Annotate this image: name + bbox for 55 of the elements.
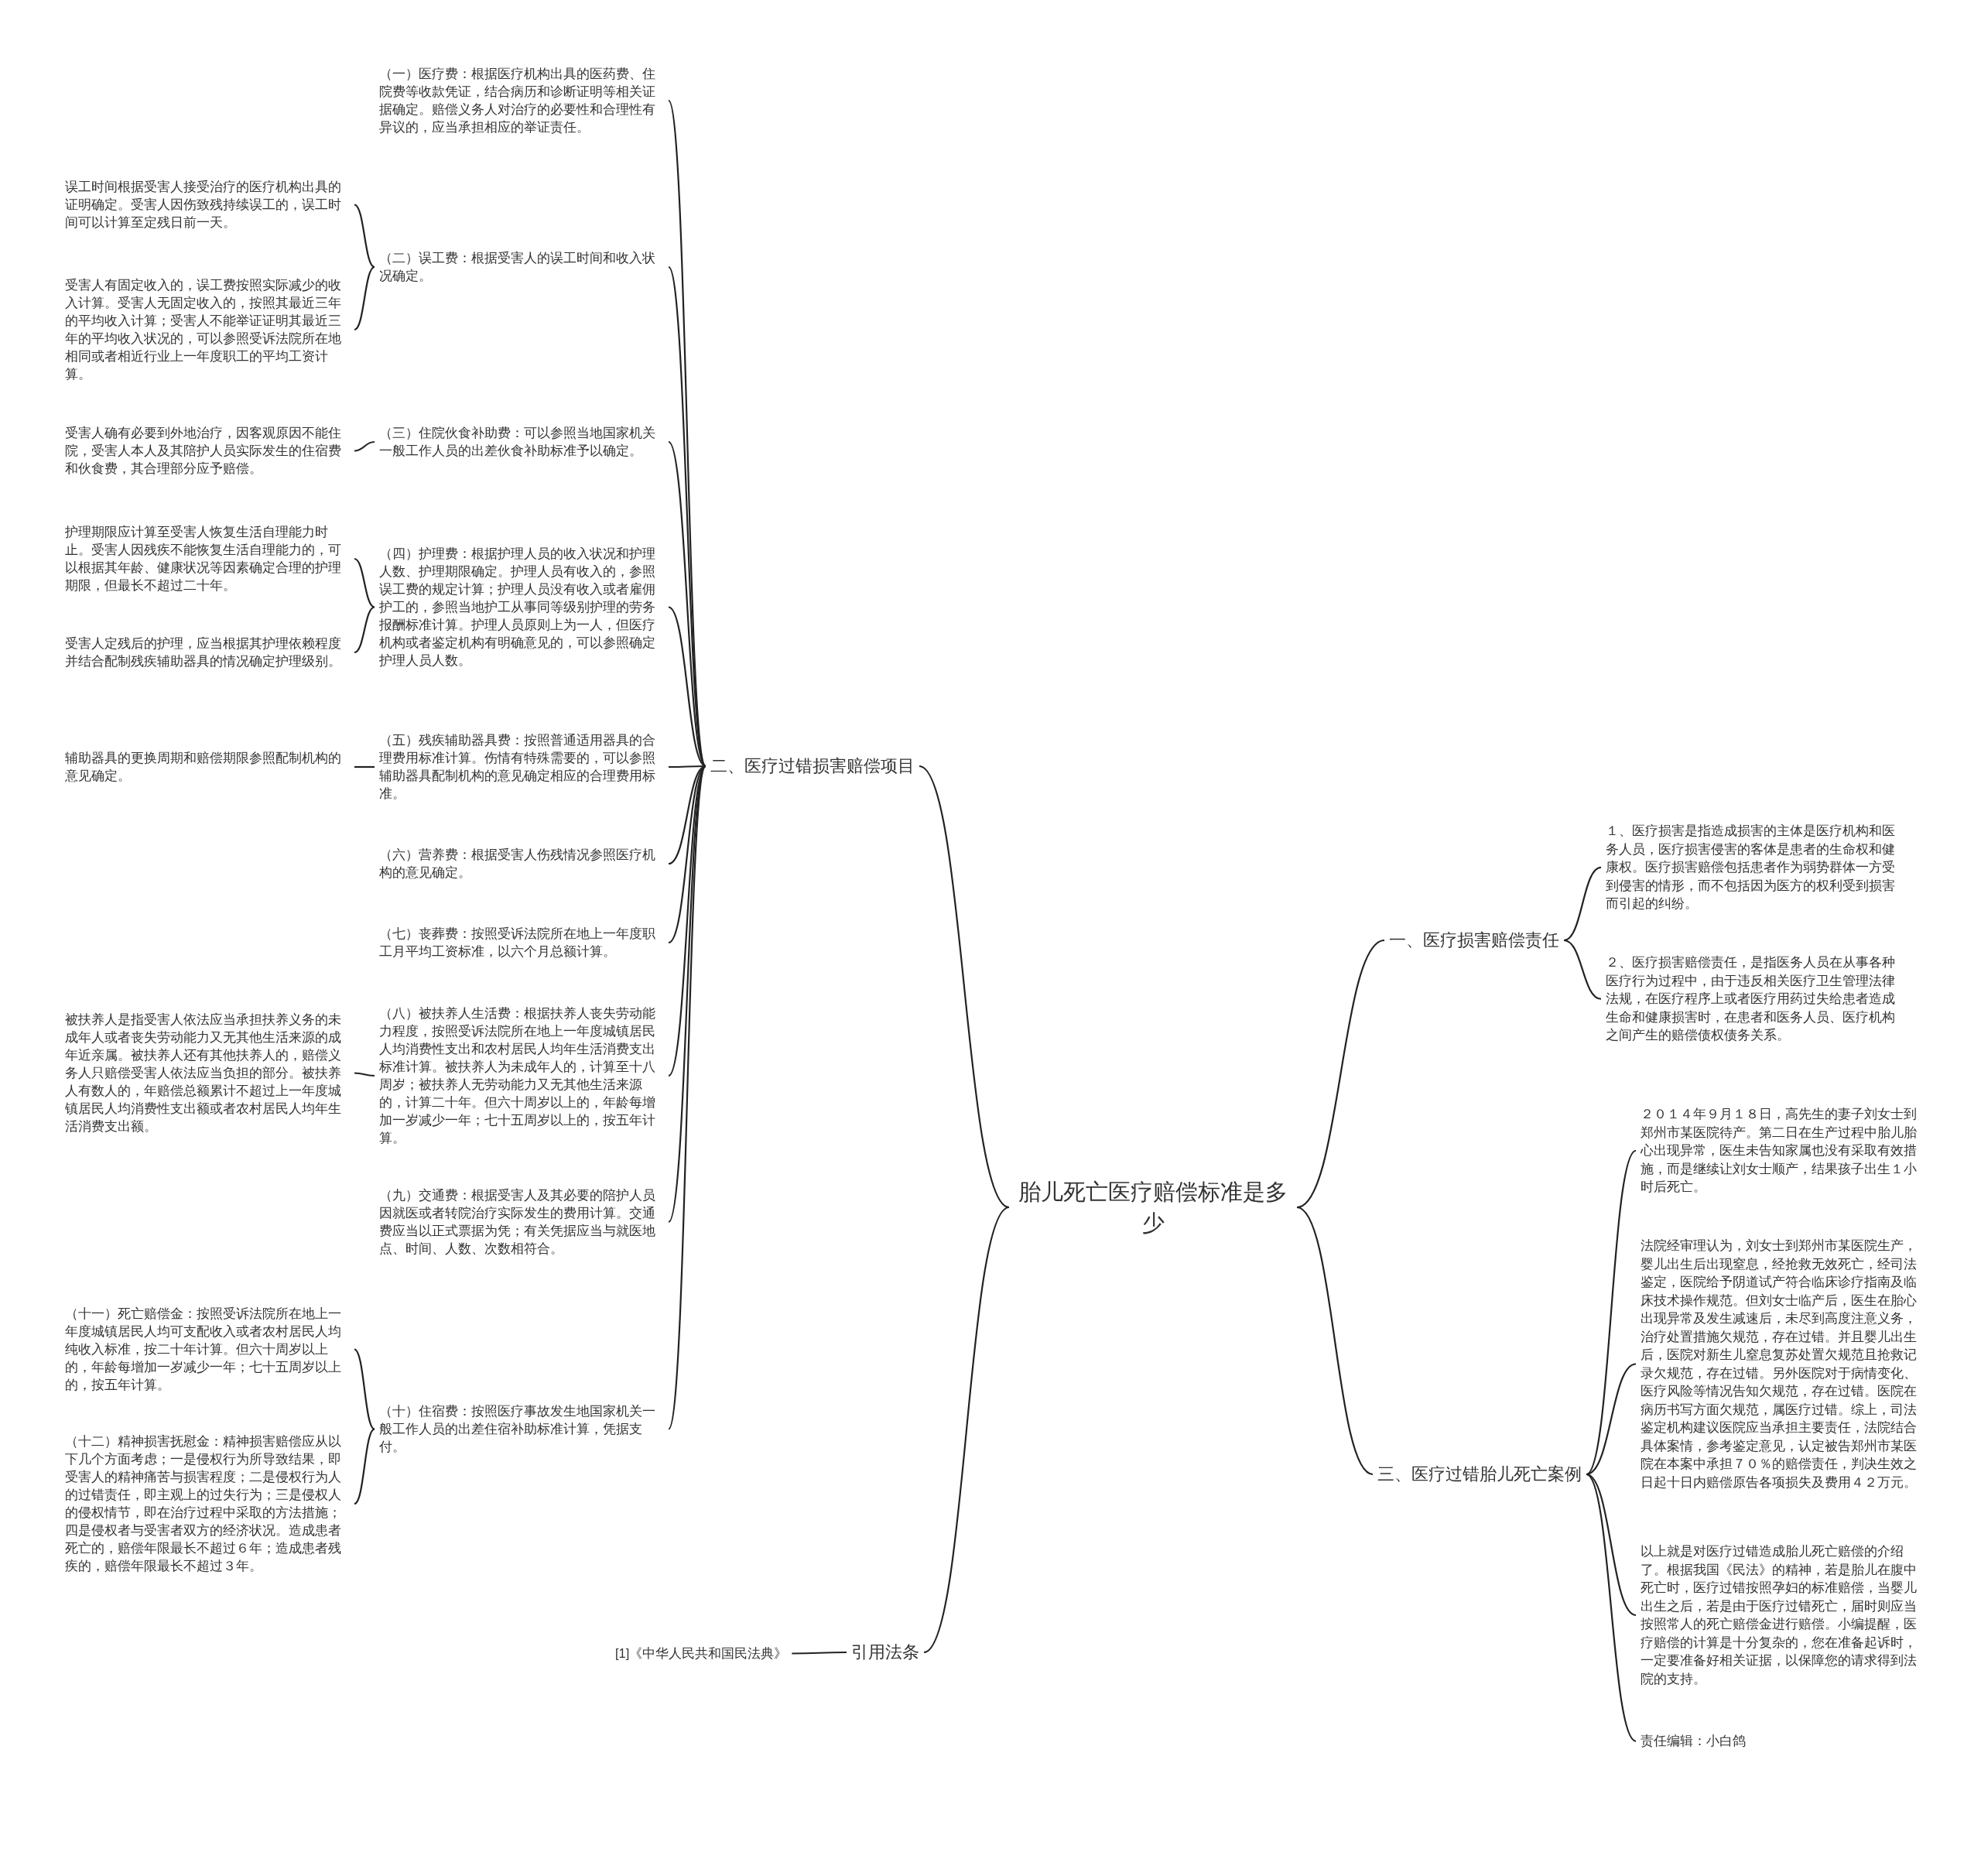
- connector-line: [1563, 866, 1602, 942]
- connector-line: [354, 558, 375, 608]
- branch-topic: 引用法条: [851, 1641, 919, 1664]
- item-text: （二）误工费：根据受害人的误工时间和收入状况确定。: [379, 249, 664, 285]
- item-text: （一）医疗费：根据医疗机构出具的医药费、住院费等收款凭证，结合病历和诊断证明等相关证据确定。赔偿义务人对治疗的必要性和合理性有异议的，应当承担相应的举证责任。: [379, 65, 664, 136]
- connector-line: [668, 441, 707, 767]
- item-text: （十二）精神损害抚慰金：精神损害赔偿应从以下几个方面考虑；一是侵权行为所导致结果，即受害人的精神痛苦与损害程度；二是侵权行为人的过错责任，即主观上的过失行为；三是侵权人的侵权情节，即在治疗过程中采取的方法措施；四是侵权者与受害者双方的经济状况。造成患者死亡的，赔偿年限最长不超过６年；造成患者残疾的，赔偿年限最长不超过３年。: [65, 1433, 350, 1575]
- connector-line: [668, 765, 707, 1077]
- connector-line: [354, 440, 375, 452]
- central-topic: 胎儿死亡医疗赔偿标准是多少: [1014, 1176, 1292, 1238]
- item-text: （八）被扶养人生活费：根据扶养人丧失劳动能力程度，按照受诉法院所在地上一年度城镇居民人均消费性支出和农村居民人均年生活消费支出标准计算。被扶养人为未成年人的，计算至十八周岁；被扶养人无劳动能力又无其他生活来源的，计算二十年。但六十周岁以上的，年龄每增加一岁减少一年；七十五周岁以上的，按五年计算。: [379, 1005, 664, 1147]
- connector-line: [354, 1072, 375, 1077]
- branch-topic: 三、医疗过错胎儿死亡案例: [1377, 1463, 1582, 1486]
- connector-line: [919, 765, 1010, 1208]
- connector-line: [667, 100, 707, 767]
- item-text: （五）残疾辅助器具费：按照普通适用器具的合理费用标准计算。伤情有特殊需要的，可以参照辅助器具配制机构的意见确定相应的合理费用标准。: [379, 731, 664, 803]
- connector-line: [1563, 939, 1602, 1000]
- note-text: 受害人定残后的护理，应当根据其护理依赖程度并结合配制残疾辅助器具的情况确定护理级别。: [65, 635, 350, 670]
- connector-line: [1586, 1474, 1637, 1742]
- note-text: 受害人确有必要到外地治疗，因客观原因不能住院，受害人本人及其陪护人员实际发生的住宿费和伙食费，其合理部分应予赔偿。: [65, 424, 350, 478]
- branch-topic: 二、医疗过错损害赔偿项目: [710, 755, 915, 778]
- connector-line: [1586, 1150, 1637, 1475]
- note-text: ２０１４年９月１８日，高先生的妻子刘女士到郑州市某医院待产。第二日在生产过程中胎儿胎心出现异常，医生未告知家属也没有采取有效措施，而是继续让刘女士顺产，结果孩子出生１小时后死亡。: [1641, 1105, 1927, 1196]
- branch-topic: 一、医疗损害赔偿责任: [1389, 929, 1559, 952]
- note-text: １、医疗损害是指造成损害的主体是医疗机构和医务人员，医疗损害侵害的客体是患者的生命权和健康权。医疗损害赔偿包括患者作为弱势群体一方受到侵害的情形，而不包括因为医方的权利受到损害而引起的纠纷。: [1606, 822, 1896, 913]
- connector-line: [354, 1348, 375, 1430]
- note-text: 辅助器具的更换周期和赔偿期限参照配制机构的意见确定。: [65, 749, 350, 785]
- connector-line: [354, 1428, 375, 1505]
- item-text: （四）护理费：根据护理人员的收入状况和护理人数、护理期限确定。护理人员有收入的，参照误工费的规定计算；护理人员没有收入或者雇佣护工的，参照当地护工从事同等级别护理的劳务报酬标准计算。护理人员原则上为一人，但医疗机构或者鉴定机构有明确意见的，可以参照确定护理人员人数。: [379, 545, 664, 669]
- connector-line: [354, 204, 375, 268]
- note-text: 责任编辑：小白鸽: [1641, 1732, 1746, 1751]
- connector-line: [354, 606, 375, 654]
- connector-line: [1296, 1207, 1374, 1475]
- item-text: （十）住宿费：按照医疗事故发生地国家机关一般工作人员的出差住宿补助标准计算，凭据支付。: [379, 1402, 664, 1456]
- connector-line: [668, 606, 707, 767]
- connector-line: [669, 765, 706, 769]
- item-text: （十一）死亡赔偿金：按照受诉法院所在地上一年度城镇居民人均可支配收入或者农村居民人均纯收入标准，按二十年计算。但六十周岁以上的，年龄每增加一岁减少一年；七十五周岁以上的，按五年计算。: [65, 1305, 350, 1394]
- item-text: （七）丧葬费：按照受诉法院所在地上一年度职工月平均工资标准，以六个月总额计算。: [379, 925, 664, 960]
- note-text: 护理期限应计算至受害人恢复生活自理能力时止。受害人因残疾不能恢复生活自理能力的，可以根据其年龄、健康状况等因素确定合理的护理期限，但最长不超过二十年。: [65, 523, 350, 594]
- item-text: （六）营养费：根据受害人伤残情况参照医疗机构的意见确定。: [379, 846, 664, 882]
- reference-text: [1]《中华人民共和国民法典》: [615, 1645, 788, 1662]
- connector-line: [923, 1207, 1010, 1653]
- note-text: 法院经审理认为，刘女士到郑州市某医院生产，婴儿出生后出现窒息，经抢救无效死亡，经司法鉴定，医院给予阴道试产符合临床诊疗指南及临床技术操作规范。但刘女士临产后，医生在胎心出现异常及发生减速后，未尽到高度注意义务，治疗处置措施欠规范，存在过错。并且婴儿出生后，医院对新生儿窒息复苏处置欠规范且抢救记录欠规范，存在过错。另外医院对于病情变化、医疗风险等情况告知欠规范，存在过错。医院在病历书写方面欠规范，属医疗过错。综上，司法鉴定机构建议医院应当承担主要责任，法院结合具体案情，参考鉴定意见，认定被告郑州市某医院在本案中承担７０％的赔偿责任，判决生效之日起十日内赔偿原告各项损失及费用４２万元。: [1641, 1237, 1927, 1491]
- connector-line: [354, 266, 375, 330]
- item-text: （九）交通费：根据受害人及其必要的陪护人员因就医或者转院治疗实际发生的费用计算。交通费应当以正式票据为凭；有关凭据应当与就医地点、时间、人数、次数相符合。: [379, 1186, 664, 1258]
- note-text: 误工时间根据受害人接受治疗的医疗机构出具的证明确定。受害人因伤致残持续误工的，误工时间可以计算至定残日前一天。: [65, 178, 350, 231]
- connector-line: [667, 765, 707, 1429]
- note-text: 受害人有固定收入的，误工费按照实际减少的收入计算。受害人无固定收入的，按照其最近三年的平均收入计算；受害人不能举证证明其最近三年的平均收入状况的，可以参照受诉法院所在地相同或者相近行业上一年度职工的平均工资计算。: [65, 276, 350, 383]
- connector-line: [354, 765, 375, 769]
- note-text: ２、医疗损害赔偿责任，是指医务人员在从事各种医疗行为过程中，由于违反相关医疗卫生管理法律法规，在医疗程序上或者医疗用药过失给患者造成生命和健康损害时，在患者和医务人员、医疗机构之间产生的赔偿债权债务关系。: [1606, 953, 1896, 1045]
- connector-line: [1586, 1474, 1637, 1616]
- note-text: 以上就是对医疗过错造成胎儿死亡赔偿的介绍了。根据我国《民法》的精神，若是胎儿在腹中死亡时，医疗过错按照孕妇的标准赔偿，当婴儿出生之后，若是由于医疗过错死亡，届时则应当按照常人的死亡赔偿金进行赔偿。小编提醒，医疗赔偿的计算是十分复杂的，您在准备起诉时，一定要准备好相关证据，以保障您的请求得到法院的支持。: [1641, 1542, 1927, 1688]
- connector-line: [792, 1651, 847, 1655]
- item-text: （三）住院伙食补助费：可以参照当地国家机关一般工作人员的出差伙食补助标准予以确定。: [379, 424, 664, 460]
- note-text: 被扶养人是指受害人依法应当承担扶养义务的未成年人或者丧失劳动能力又无其他生活来源的成年近亲属。被扶养人还有其他扶养人的，赔偿义务人只赔偿受害人依法应当负担的部分。被扶养人有数人的，年赔偿总额累计不超过上一年度城镇居民人均消费性支出额或者农村居民人均年生活消费支出额。: [65, 1011, 350, 1135]
